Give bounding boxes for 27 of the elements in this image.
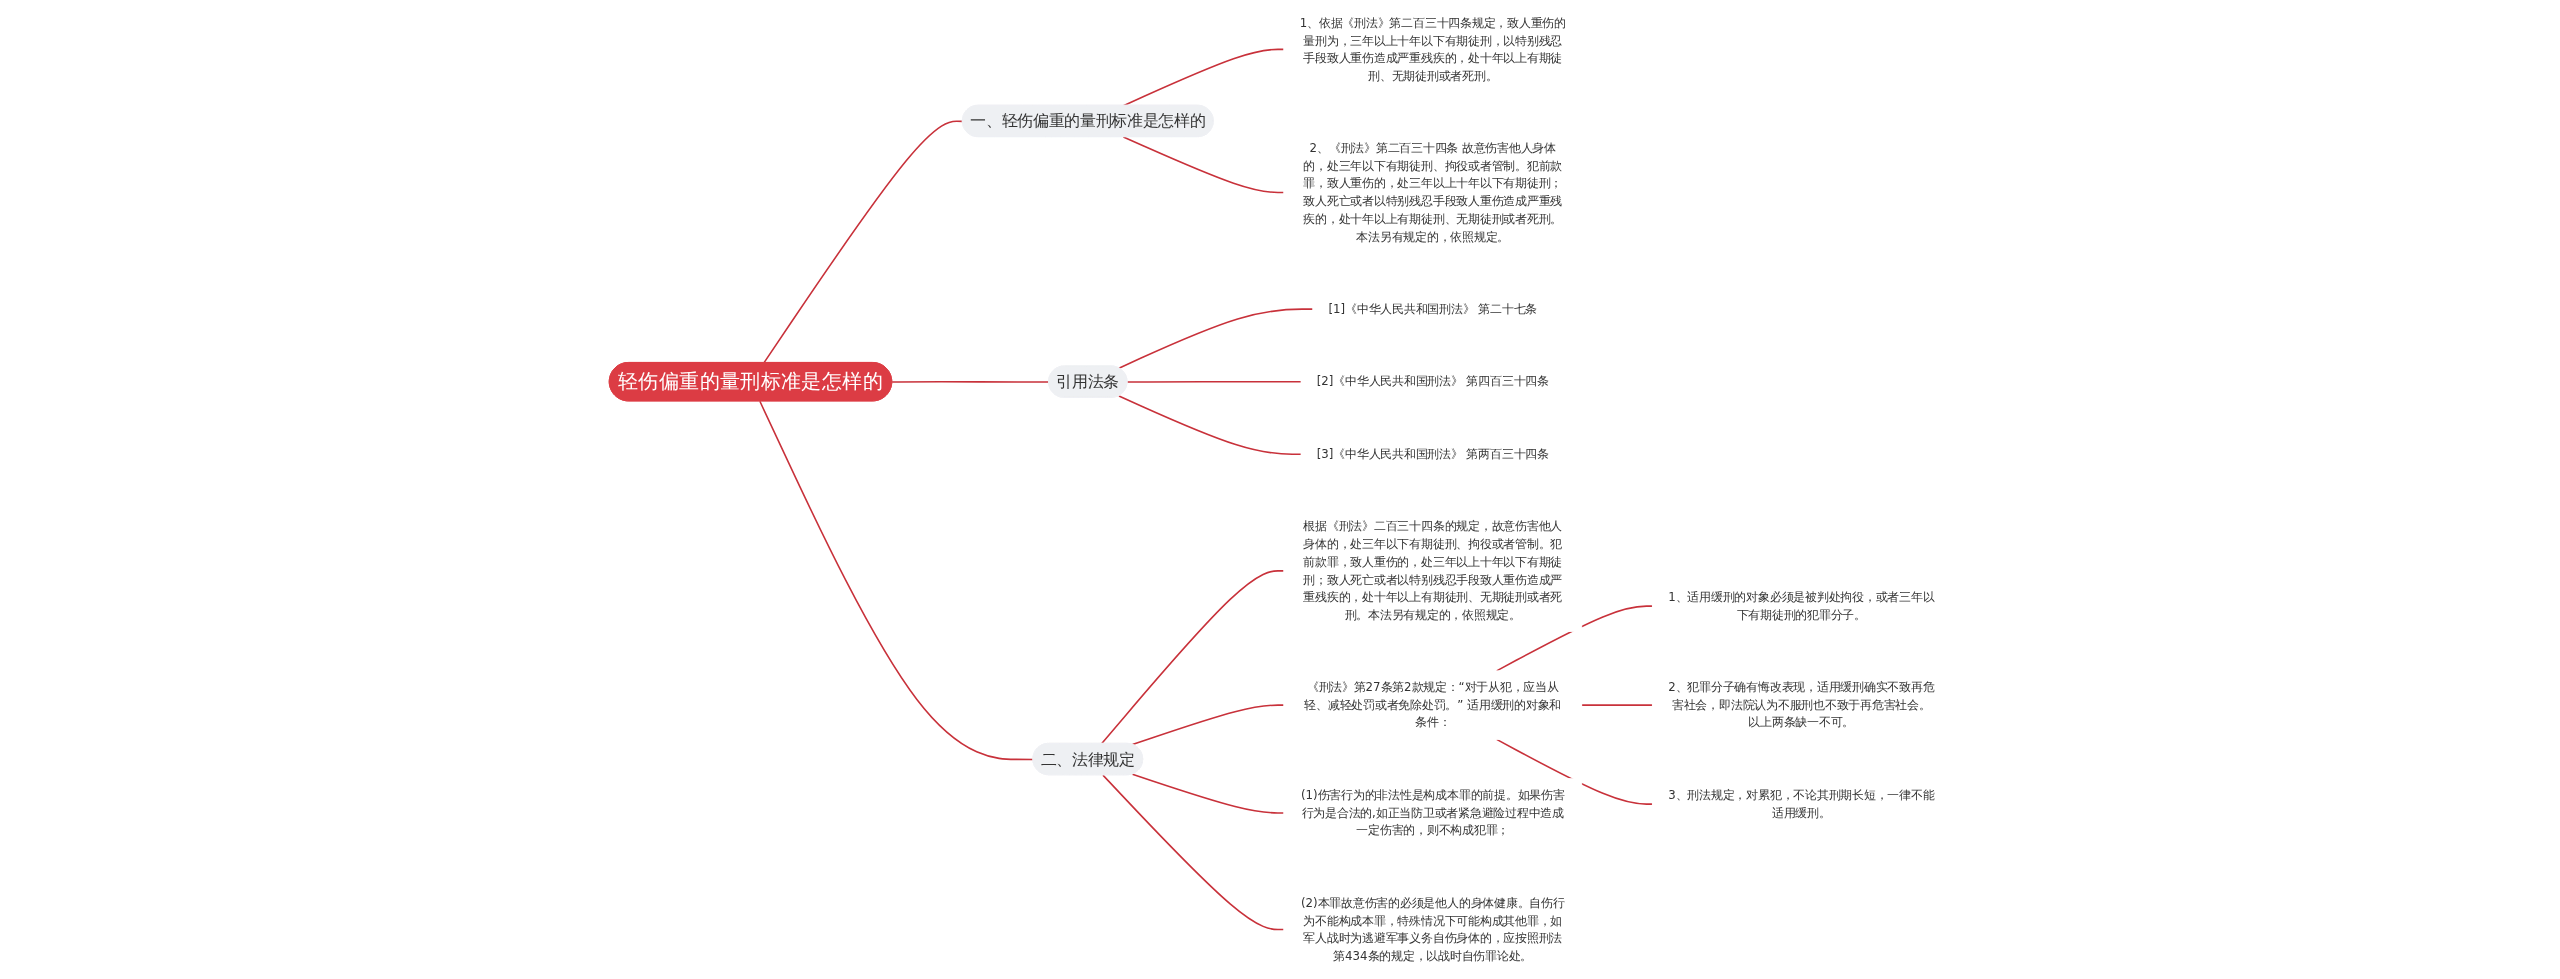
- node-text: 1、适用缓刑的对象必须是被判处拘役，或者三年以下有期徒刑的犯罪分子。: [1668, 590, 1935, 622]
- connector: [891, 381, 1050, 383]
- connector: [1118, 395, 1303, 455]
- connector: [1496, 605, 1654, 672]
- node-text: 3、刑法规定，对累犯，不论其刑期长短，一律不能适用缓刑。: [1668, 788, 1935, 820]
- node-text: 2、犯罪分子确有悔改表现，适用缓刑确实不致再危害社会，即法院认为不服刑也不致于再危害社会。以上两条缺一不可。: [1668, 680, 1935, 730]
- connector: [1581, 704, 1654, 706]
- connector: [1102, 774, 1285, 931]
- node-text: [1]《中华人民共和国刑法》 第二十七条: [1328, 301, 1538, 316]
- connector: [763, 120, 964, 364]
- connector: [1496, 738, 1654, 805]
- connector: [1122, 136, 1285, 194]
- connector: [1122, 48, 1285, 107]
- node-text: (2)本罪故意伤害的必须是他人的身体健康。自伤行为不能构成本罪，特殊情况下可能构成其他罪，如军人战时为逃避军事义务自伤身体的，应按照刑法第434条的规定，以战时自伤罪论处。: [1301, 895, 1565, 963]
- node-text: 根据《刑法》二百三十四条的规定，故意伤害他人身体的，处三年以下有期徒刑、拘役或者管制。犯前款罪，致人重伤的，处三年以上十年以下有期徒刑；致人死亡或者以特别残忍手段致人重伤造成严重残疾的，处十年以上有期徒刑、无期徒刑或者死刑。本法另有规定的，依照规定。: [1303, 519, 1563, 622]
- connector: [1100, 570, 1285, 745]
- connector: [1131, 773, 1285, 814]
- node-text: (1)伤害行为的非法性是构成本罪的前提。如果伤害行为是合法的,如正当防卫或者紧急避险过程中造成一定伤害的，则不构成犯罪；: [1301, 788, 1565, 838]
- connector: [1131, 704, 1285, 746]
- node-text: [2]《中华人民共和国刑法》 第四百三十四条: [1316, 374, 1550, 389]
- node-text: 《刑法》第27条第2款规定：“对于从犯，应当从轻、减轻处罚或者免除处罚。” 适用缓刑的对象和条件：: [1304, 680, 1562, 730]
- connector: [1126, 380, 1303, 383]
- connector: [759, 400, 1035, 761]
- node-text: 2、《刑法》第二百三十四条 故意伤害他人身体的，处三年以下有期徒刑、拘役或者管制。犯前款罪，致人重伤的，处三年以上十年以下有期徒刑；致人死亡或者以特别残忍手段致人重伤造成严重残疾的，处十年以上有期徒刑、无期徒刑或者死刑。本法另有规定的，依照规定。: [1303, 141, 1563, 244]
- connector: [1118, 308, 1314, 369]
- node-text: 1、依据《刑法》第二百三十四条规定，致人重伤的量刑为，三年以上十年以下有期徒刑，以特别残忍手段致人重伤造成严重残疾的，处十年以上有期徒刑、无期徒刑或者死刑。: [1299, 15, 1567, 83]
- node-text: [3]《中华人民共和国刑法》 第两百三十四条: [1316, 446, 1550, 462]
